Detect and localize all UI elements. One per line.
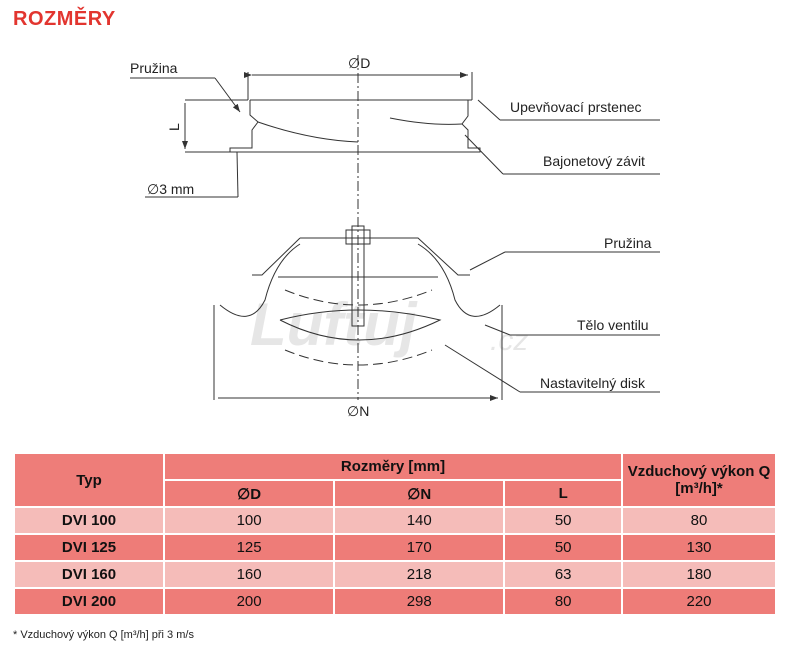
footnote: * Vzduchový výkon Q [m³/h] při 3 m/s xyxy=(13,629,194,641)
cell-n: 218 xyxy=(333,560,506,589)
cell-n: 170 xyxy=(333,533,506,562)
header-q: Vzduchový výkon Q[m³/h]* xyxy=(621,452,777,508)
label-pruzina-bottom: Pružina xyxy=(604,235,652,251)
cell-d: 125 xyxy=(162,533,336,562)
header-d: ∅D xyxy=(162,479,336,508)
cell-l: 50 xyxy=(503,533,623,562)
label-diameter-n: ∅N xyxy=(347,403,369,419)
label-diameter-d: ∅D xyxy=(348,55,370,71)
dimensions-table: Typ Rozměry [mm] Vzduchový výkon Q[m³/h]… xyxy=(13,452,777,616)
cell-l: 80 xyxy=(503,587,623,616)
technical-drawing: Luftuj .cz Pružina ∅D L ∅3 mm Upevňovací… xyxy=(130,55,660,419)
cell-typ: DVI 125 xyxy=(13,533,165,562)
label-l: L xyxy=(166,123,182,131)
cell-n: 140 xyxy=(333,506,506,535)
header-n: ∅N xyxy=(333,479,506,508)
header-l: L xyxy=(503,479,623,508)
cell-typ: DVI 100 xyxy=(13,506,165,535)
cell-q: 130 xyxy=(621,533,777,562)
cell-d: 100 xyxy=(162,506,336,535)
section-title: ROZMĚRY xyxy=(13,8,116,30)
cell-typ: DVI 200 xyxy=(13,587,165,616)
label-ring: Upevňovací prstenec xyxy=(510,99,642,115)
cell-q: 220 xyxy=(621,587,777,616)
label-body: Tělo ventilu xyxy=(577,317,649,333)
label-bayonet: Bajonetový závit xyxy=(543,153,645,169)
watermark: Luftuj xyxy=(250,291,418,358)
cell-l: 63 xyxy=(503,560,623,589)
cell-d: 200 xyxy=(162,587,336,616)
label-disk: Nastavitelný disk xyxy=(540,375,646,391)
header-typ: Typ xyxy=(13,452,165,508)
header-q-line2: [m³/h]* xyxy=(675,480,723,497)
cell-d: 160 xyxy=(162,560,336,589)
label-hole: ∅3 mm xyxy=(147,181,194,197)
cell-typ: DVI 160 xyxy=(13,560,165,589)
cell-n: 298 xyxy=(333,587,506,616)
cell-q: 80 xyxy=(621,506,777,535)
header-dims: Rozměry [mm] xyxy=(163,452,623,481)
cell-q: 180 xyxy=(621,560,777,589)
cell-l: 50 xyxy=(503,506,623,535)
label-pruzina-top: Pružina xyxy=(130,60,178,76)
header-q-line1: Vzduchový výkon Q xyxy=(627,463,771,480)
